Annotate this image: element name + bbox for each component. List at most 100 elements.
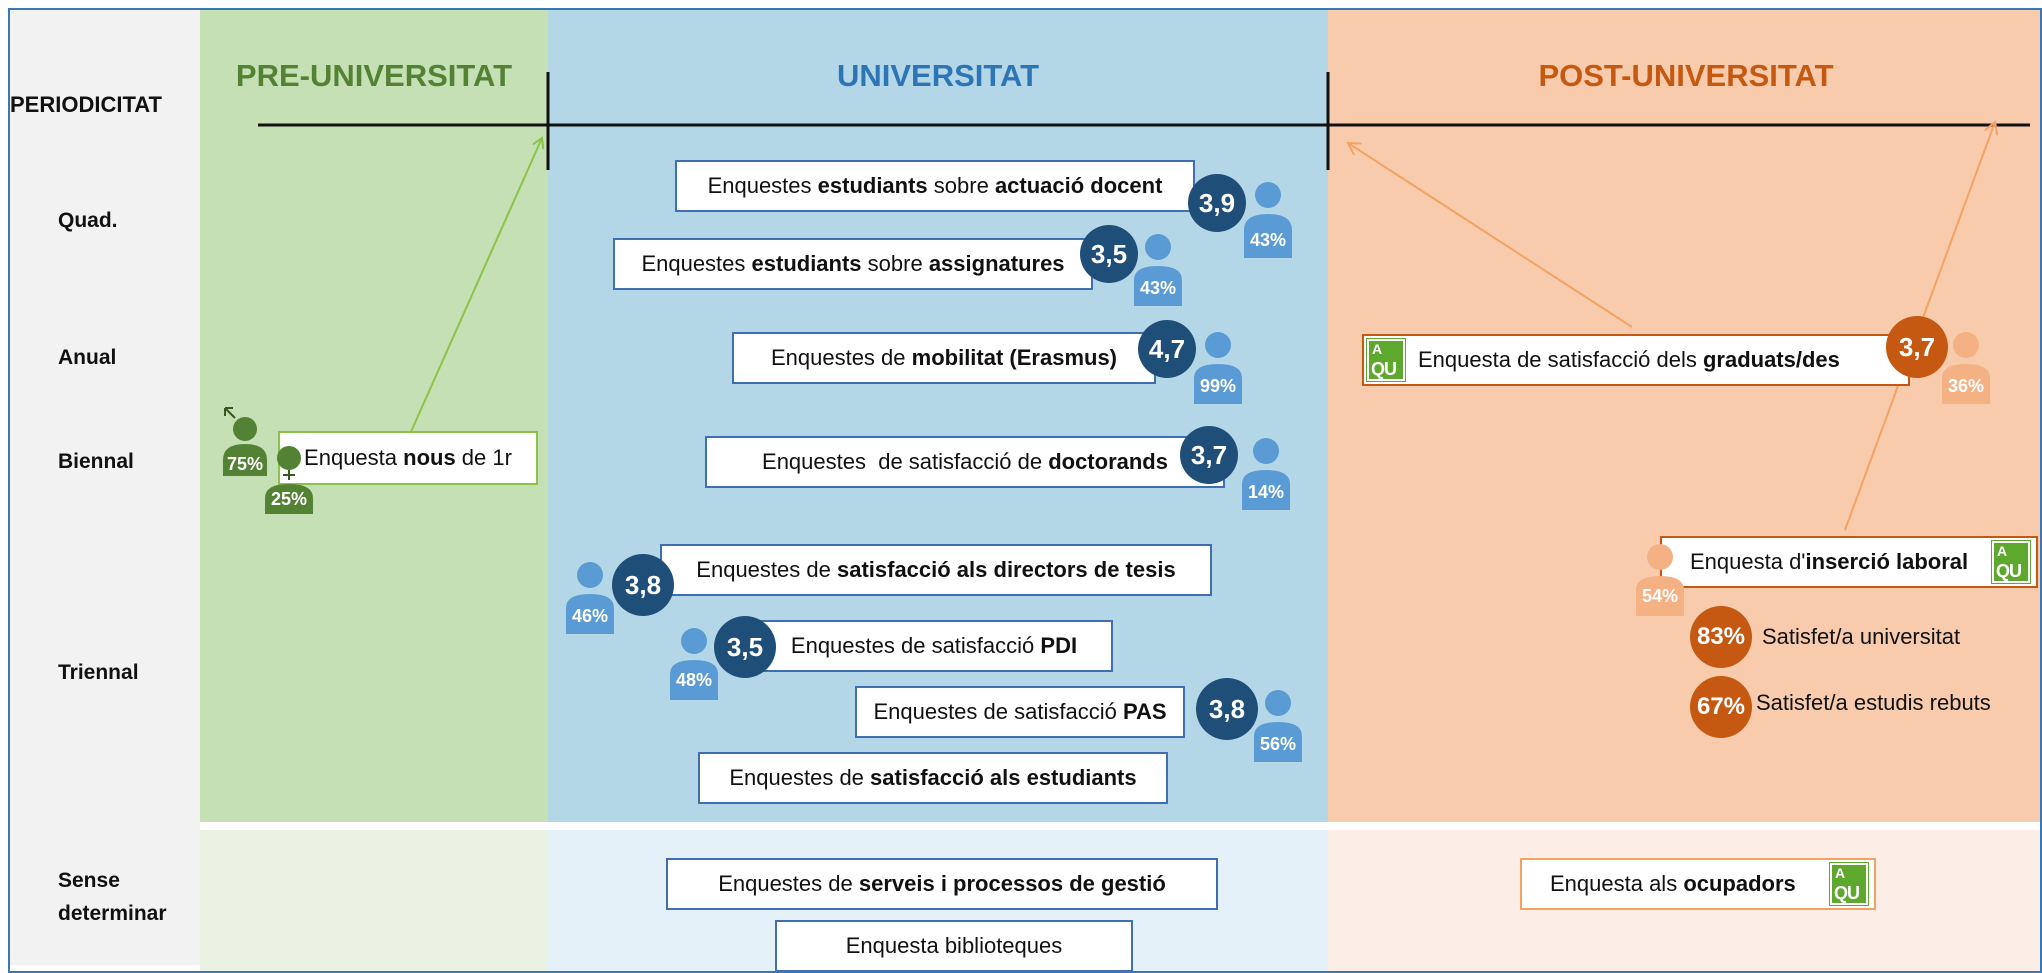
survey-nous-1r: Enquesta nous de 1r	[278, 431, 538, 485]
title-post-universitat: POST-UNIVERSITAT	[1538, 58, 1834, 93]
title-universitat: UNIVERSITAT	[836, 58, 1040, 93]
timeline-svg	[258, 72, 2030, 531]
score-doctorands: 3,7	[1180, 426, 1238, 484]
aqu-logo-icon: A QU	[1829, 862, 1869, 906]
post-universitat-bg	[1328, 10, 2040, 822]
survey-text: de 1r	[455, 445, 512, 470]
diagram-frame: PRE-UNIVERSITAT UNIVERSITAT POST-UNIVERS…	[8, 8, 2042, 973]
survey-text-bold: doctorands	[1048, 449, 1168, 474]
survey-actuacio-docent: Enquestes estudiants sobre actuació doce…	[675, 160, 1195, 212]
label-column-bg	[10, 10, 200, 965]
row-label-quad: Quad.	[58, 209, 118, 232]
survey-serveis-gestio: Enquestes de serveis i processos de gest…	[666, 858, 1218, 910]
survey-text: Enquestes de satisfacció	[873, 699, 1123, 724]
survey-text-bold: PAS	[1122, 699, 1167, 724]
aqu-logo-qu: QU	[1996, 561, 2022, 581]
person-icon	[1942, 332, 1990, 404]
aqu-logo-a: A	[1835, 865, 1846, 881]
row-label-triennal: Triennal	[58, 661, 139, 684]
survey-text: Enquestes	[707, 173, 818, 198]
aqu-logo-qu: QU	[1834, 883, 1860, 903]
survey-text-bold: nous	[403, 445, 456, 470]
survey-text-bold: ocupadors	[1683, 871, 1796, 896]
survey-text: Enquestes de	[770, 345, 912, 370]
score-pas: 3,8	[1196, 678, 1258, 740]
survey-text-bold: assignatures	[928, 251, 1065, 276]
survey-estudiants: Enquestes de satisfacció als estudiants	[698, 752, 1168, 804]
pre-universitat-bg	[200, 10, 548, 822]
score-actuacio-docent: 3,9	[1188, 174, 1246, 232]
person-icon	[670, 628, 718, 700]
survey-text: sobre	[927, 173, 995, 198]
female-person-icon	[265, 446, 313, 514]
row-label-sense-line2: determinar	[58, 901, 167, 925]
person-icon	[1254, 690, 1302, 762]
survey-text-bold: satisfacció als directors de tesis	[836, 557, 1176, 582]
survey-text: Enquesta	[304, 445, 404, 470]
person-icon	[1242, 438, 1290, 510]
aqu-logo-a: A	[1372, 341, 1383, 357]
pct-insercio-laboral: 54%	[1641, 586, 1679, 606]
survey-doctorands: Enquestes de satisfacció de doctorands	[705, 436, 1225, 488]
person-icon	[1244, 182, 1292, 258]
survey-mobilitat: Enquestes de mobilitat (Erasmus)	[732, 332, 1156, 384]
stat-satisfet-estudis-value: 67%	[1690, 676, 1752, 738]
score-directors-tesis: 3,8	[612, 554, 674, 616]
score-graduats: 3,7	[1886, 316, 1948, 378]
survey-text-bold: serveis i processos de gestió	[858, 871, 1166, 896]
person-icon	[566, 562, 614, 634]
survey-biblioteques: Enquesta biblioteques	[775, 920, 1133, 971]
row-label-biennal: Biennal	[58, 450, 134, 473]
pct-pdi: 48%	[675, 670, 713, 690]
female-pct: 25%	[270, 489, 308, 509]
survey-pdi: Enquestes de satisfacció PDI	[755, 620, 1113, 672]
survey-text-bold: satisfacció als estudiants	[870, 765, 1137, 790]
pct-doctorands: 14%	[1247, 482, 1285, 502]
survey-pas: Enquestes de satisfacció PAS	[855, 686, 1185, 738]
survey-insercio-laboral: Enquesta d'inserció laboral	[1660, 536, 2038, 588]
row-label-sense: Sense determinar	[58, 865, 167, 930]
arrow-pre	[409, 138, 542, 435]
survey-text-bold: actuació docent	[994, 173, 1163, 198]
survey-text: Enquesta d'	[1690, 549, 1806, 574]
pct-pas: 56%	[1259, 734, 1297, 754]
person-icon	[1636, 544, 1684, 616]
survey-text-bold: estudiants	[751, 251, 862, 276]
survey-text: Enquestes de	[718, 871, 859, 896]
survey-text: Enquestes de	[696, 557, 837, 582]
periodicitat-label: PERIODICITAT	[10, 92, 162, 117]
survey-directors-tesis: Enquestes de satisfacció als directors d…	[660, 544, 1212, 596]
male-person-icon	[223, 407, 267, 476]
pre-universitat-bg-lower	[200, 830, 548, 971]
stat-satisfet-universitat-label: Satisfet/a universitat	[1762, 624, 1961, 649]
male-pct: 75%	[226, 454, 264, 474]
pct-mobilitat: 99%	[1199, 376, 1237, 396]
title-pre-universitat: PRE-UNIVERSITAT	[235, 58, 513, 93]
survey-text: Enquestes de	[729, 765, 871, 790]
survey-text-bold: graduats/des	[1702, 347, 1840, 372]
survey-graduats: Enquesta de satisfacció dels graduats/de…	[1362, 334, 1910, 386]
pct-directors-tesis: 46%	[571, 606, 609, 626]
survey-text: Enquesta als	[1550, 871, 1684, 896]
survey-text-bold: estudiants	[817, 173, 928, 198]
survey-text-bold: mobilitat (Erasmus)	[911, 345, 1118, 370]
survey-text: Enquesta de satisfacció dels	[1418, 347, 1703, 372]
pct-assignatures: 43%	[1139, 278, 1177, 298]
pct-graduats: 36%	[1947, 376, 1985, 396]
person-icon	[1194, 332, 1242, 404]
score-mobilitat: 4,7	[1138, 320, 1196, 378]
stat-satisfet-universitat-value: 83%	[1690, 606, 1752, 668]
survey-ocupadors: Enquesta als ocupadors	[1520, 858, 1876, 910]
survey-assignatures: Enquestes estudiants sobre assignatures	[613, 238, 1093, 290]
row-label-anual: Anual	[58, 346, 117, 369]
survey-text-bold: inserció laboral	[1805, 549, 1969, 574]
aqu-logo-a: A	[1997, 543, 2008, 559]
survey-text: Enquestes de satisfacció de	[762, 449, 1049, 474]
row-label-sense-line1: Sense	[58, 869, 120, 892]
person-icon	[1134, 234, 1182, 306]
stat-satisfet-estudis-label: Satisfet/a estudis rebuts	[1756, 690, 1991, 715]
survey-text: Enquestes de satisfacció	[790, 633, 1041, 658]
survey-text: Enquestes	[641, 251, 752, 276]
aqu-logo-icon: A QU	[1366, 338, 1406, 382]
survey-text-bold: PDI	[1040, 633, 1078, 658]
